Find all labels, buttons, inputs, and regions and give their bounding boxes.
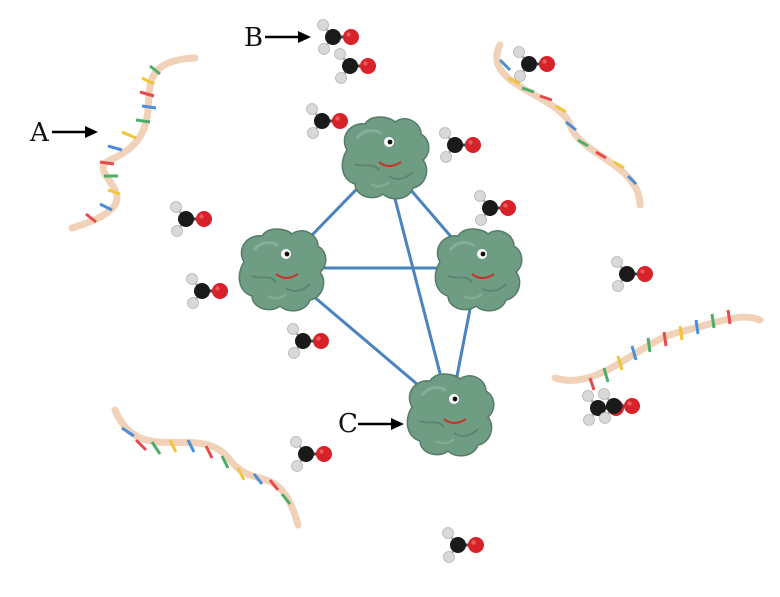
dna-strand-icon xyxy=(493,41,644,209)
formaldehyde-molecule-icon xyxy=(169,200,214,238)
dna-strand-icon xyxy=(68,54,199,232)
dna-strand-icon xyxy=(111,406,302,529)
dna-strand-icon xyxy=(551,309,764,391)
label-a-group: A xyxy=(29,118,98,148)
arrow-right-icon xyxy=(358,418,404,430)
arrow-right-icon xyxy=(265,31,311,43)
label-c-group: C xyxy=(338,409,404,439)
arrow-right-icon xyxy=(52,126,98,138)
protein-blob-icon xyxy=(405,372,496,458)
formaldehyde-molecule-icon xyxy=(512,45,557,83)
label-b-group: B xyxy=(244,23,311,53)
crosslink-line xyxy=(383,159,452,413)
label-c: C xyxy=(338,409,358,439)
label-b: B xyxy=(244,23,263,53)
formaldehyde-molecule-icon xyxy=(185,272,230,310)
formaldehyde-molecule-icon xyxy=(473,189,518,227)
protein-blob-icon xyxy=(237,227,328,313)
formaldehyde-molecule-icon xyxy=(610,255,655,293)
formaldehyde-molecule-icon xyxy=(438,126,483,164)
label-a: A xyxy=(29,118,50,148)
formaldehyde-molecule-icon xyxy=(286,322,331,360)
formaldehyde-molecule-icon xyxy=(441,526,486,564)
formaldehyde-molecule-icon xyxy=(289,435,334,473)
formaldehyde-molecule-icon xyxy=(305,102,350,140)
protein-blob-icon xyxy=(433,227,524,313)
protein-blob-icon xyxy=(340,115,431,201)
formaldehyde-molecule-icon xyxy=(333,47,378,85)
